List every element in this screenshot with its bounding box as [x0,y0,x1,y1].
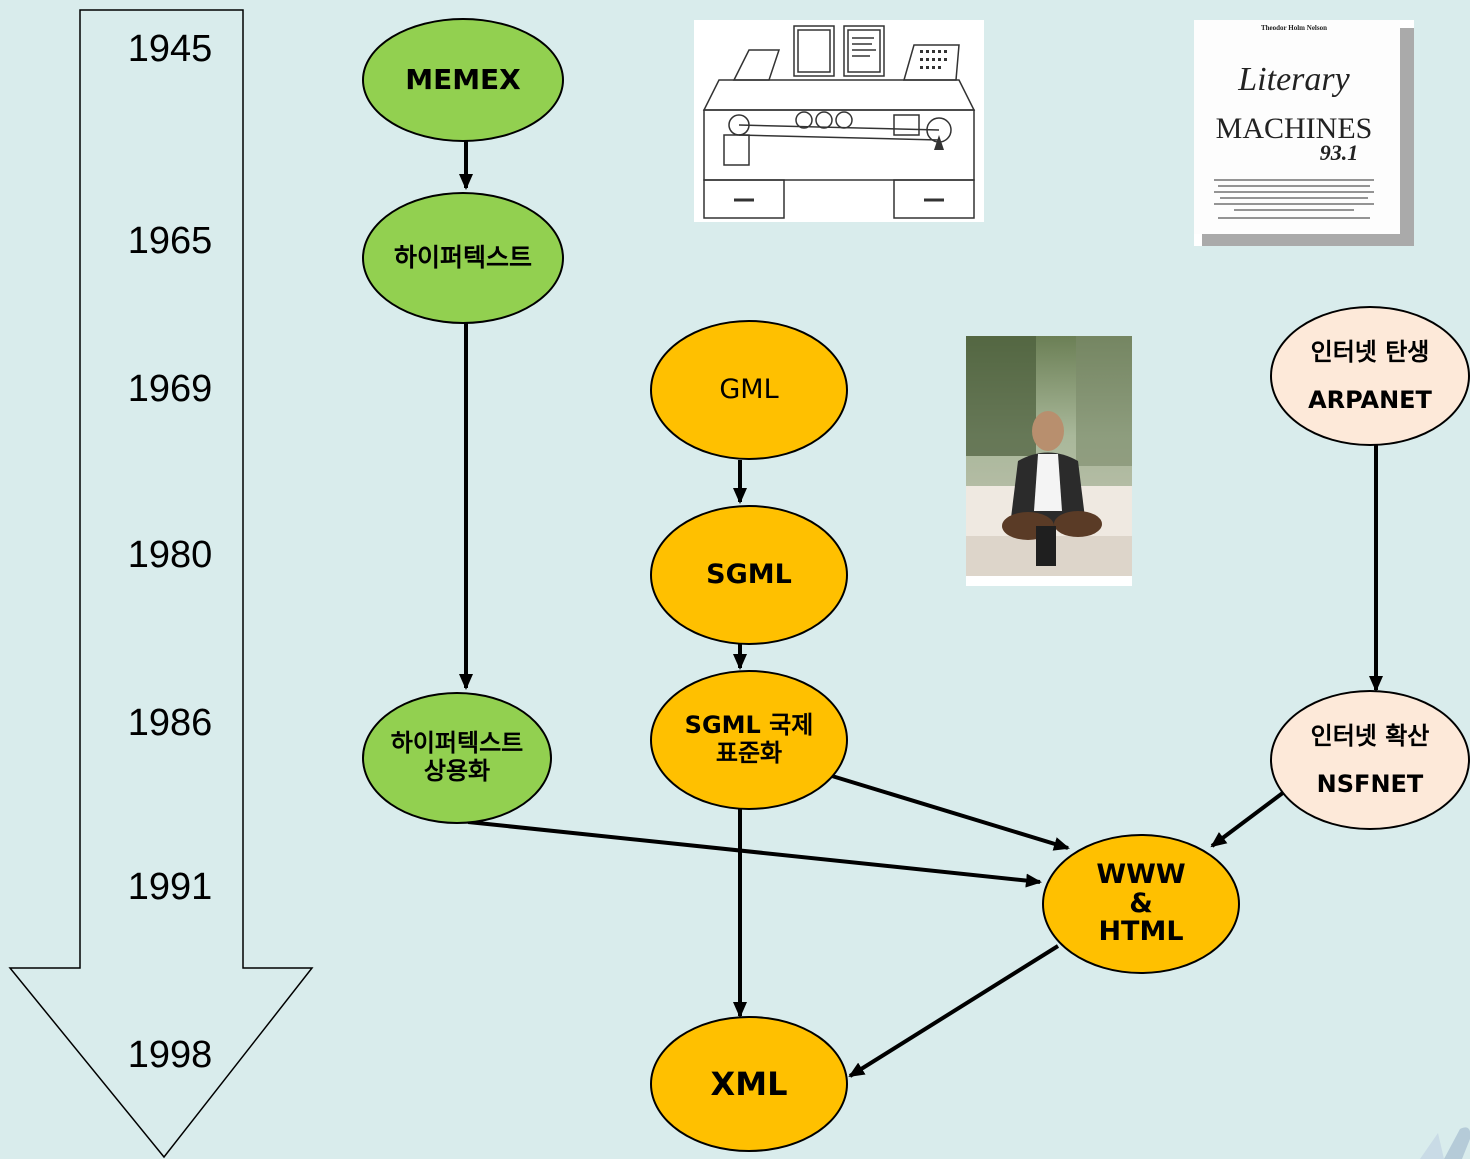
literary-machines-book-image: Theodor Holm Nelson Literary MACHINES 93… [1194,20,1414,246]
year-label: 1986 [127,702,213,744]
nsfnet-label: 인터넷 확산 NSFNET [1310,722,1430,798]
www-html-node: WWW & HTML [1042,834,1240,974]
sgml-standard-label: SGML 국제 표준화 [684,711,814,767]
arpanet-label: 인터넷 탄생 ARPANET [1308,338,1432,414]
arrow-standard-www [831,774,1070,851]
sgml-node: SGML [650,505,848,645]
hypertext-node: 하이퍼텍스트 [362,192,564,324]
gml-node: GML [650,320,848,460]
sgml-label: SGML [706,559,792,591]
year-label: 1945 [127,28,213,70]
hypertext-commercial-label: 하이퍼텍스트 상용화 [390,729,524,785]
nsfnet-node: 인터넷 확산 NSFNET [1270,690,1470,830]
memex-label: MEMEX [405,62,521,96]
year-label: 1969 [127,368,213,410]
year-label: 1980 [127,534,213,576]
year-label: 1991 [127,866,213,908]
hypertext-commercial-node: 하이퍼텍스트 상용화 [362,692,552,824]
arrow-nsfnet-www [1210,790,1286,848]
hypertext-label: 하이퍼텍스트 [393,242,532,272]
gml-label: GML [719,374,779,406]
book-title-line2: MACHINES [1216,112,1373,145]
www-html-label: WWW & HTML [1096,859,1186,948]
ted-nelson-photo [966,336,1132,586]
arrow-commercial-www [467,820,1042,888]
xml-label: XML [710,1064,788,1103]
year-label: 1998 [127,1034,213,1076]
book-title-line1: Literary [1237,61,1350,98]
memex-machine-image [694,20,984,222]
memex-node: MEMEX [362,18,564,142]
corner-logo-fragment [1420,1127,1470,1159]
book-author: Theodor Holm Nelson [1261,24,1327,32]
sgml-standard-node: SGML 국제 표준화 [650,670,848,810]
xml-node: XML [650,1016,848,1152]
book-version: 93.1 [1320,140,1359,165]
arrow-www-xml [848,944,1060,1078]
arpanet-node: 인터넷 탄생 ARPANET [1270,306,1470,446]
year-label: 1965 [127,220,213,262]
